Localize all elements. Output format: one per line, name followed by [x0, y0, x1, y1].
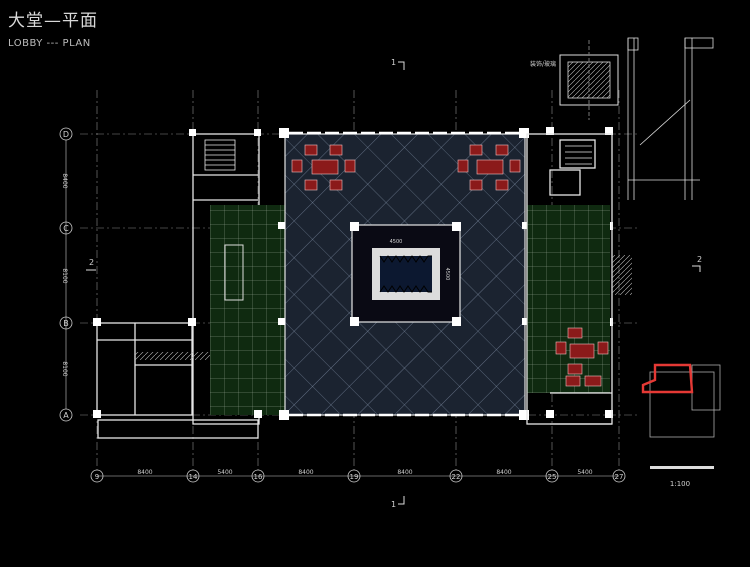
section-mark-top: 1	[391, 58, 396, 67]
col-grid-16: 16	[254, 473, 263, 481]
col-dim-1: 8400	[137, 469, 152, 476]
col-dim-2: 5400	[217, 469, 232, 476]
left-hall-counter	[224, 244, 244, 301]
column-grid-markers	[90, 469, 626, 483]
row-grid-a: A	[63, 411, 69, 420]
row-grid-markers	[59, 127, 73, 422]
left-hall-floor	[210, 205, 285, 415]
section-markers	[86, 61, 701, 505]
furniture-group-se	[555, 327, 609, 387]
central-pool	[351, 224, 461, 323]
col-grid-22: 22	[452, 473, 461, 481]
right-hall-floor	[527, 205, 610, 393]
plan-title-cn: 大堂—平面	[8, 11, 98, 31]
col-dim-5: 8400	[496, 469, 511, 476]
detail-note: 装饰/玻璃	[530, 60, 556, 68]
col-grid-27: 27	[615, 473, 624, 481]
furniture-group-ne	[457, 144, 521, 191]
row-dim-1: 8400	[61, 173, 68, 188]
row-dim-2: 8100	[61, 268, 68, 283]
pool-dim-vertical: 4500	[444, 268, 450, 281]
col-dim-4: 8400	[397, 469, 412, 476]
scale-bar	[650, 466, 714, 469]
col-grid-19: 19	[350, 473, 359, 481]
pool-dim-horizontal: 4500	[390, 239, 403, 245]
detail-skylight	[559, 40, 619, 120]
col-dim-6: 5400	[577, 469, 592, 476]
furniture-group-nw	[291, 144, 356, 191]
row-grid-c: C	[63, 224, 69, 233]
section-mark-bottom: 1	[391, 500, 396, 509]
right-entrance-steps	[612, 255, 632, 295]
col-grid-9: 9	[95, 473, 99, 481]
section-detail	[627, 37, 714, 200]
row-grid-b: B	[63, 319, 69, 328]
col-grid-25: 25	[548, 473, 557, 481]
section-mark-right: 2	[697, 255, 702, 264]
section-mark-left: 2	[89, 258, 94, 267]
key-plan	[641, 363, 721, 438]
col-grid-14: 14	[189, 473, 198, 481]
right-stair	[565, 145, 592, 165]
left-corridor-hatch	[135, 352, 253, 360]
scale-label: 1:100	[670, 480, 690, 488]
plan-title-en: LOBBY --- PLAN	[8, 38, 91, 49]
row-dim-3: 8100	[61, 361, 68, 376]
col-dim-3: 8400	[298, 469, 313, 476]
row-grid-d: D	[63, 130, 69, 139]
left-stair	[204, 139, 236, 171]
